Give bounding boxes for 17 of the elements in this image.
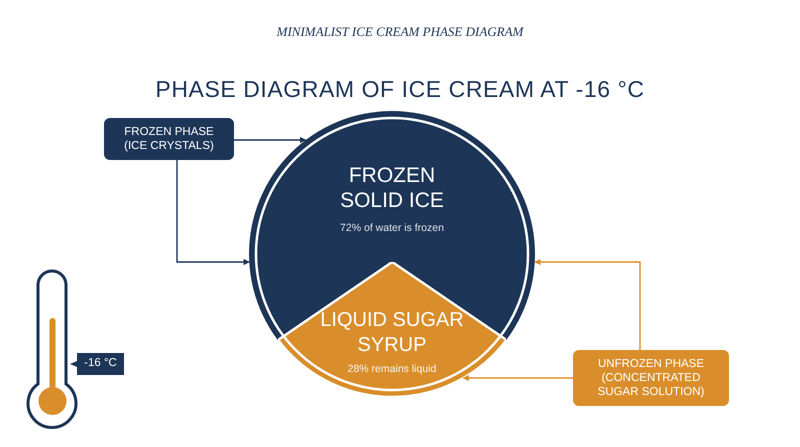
heading: PHASE DIAGRAM OF ICE CREAM AT -16 °C	[155, 75, 645, 104]
region-heading: FROZEN SOLID ICE	[339, 163, 445, 213]
phase-label-box	[104, 118, 234, 160]
arrow	[176, 160, 250, 266]
arrow	[534, 258, 641, 350]
region-note: 28% remains liquid	[348, 362, 436, 377]
phase-label: UNFROZEN PHASE (CONCENTRATED SUGAR SOLUTION)	[596, 357, 706, 399]
subtitle: MINIMALIST ICE CREAM PHASE DIAGRAM	[276, 23, 524, 41]
region-note: 72% of water is frozen	[340, 221, 444, 236]
arrow	[462, 374, 573, 382]
temperature-tag	[70, 353, 124, 375]
arrow	[234, 136, 306, 144]
liquid-region	[278, 262, 506, 397]
phase-label: FROZEN PHASE (ICE CRYSTALS)	[123, 125, 215, 153]
phase-label-box	[573, 350, 729, 406]
region-heading: LIQUID SUGAR SYRUP	[319, 308, 465, 358]
temperature-value: -16 °C	[83, 356, 117, 372]
